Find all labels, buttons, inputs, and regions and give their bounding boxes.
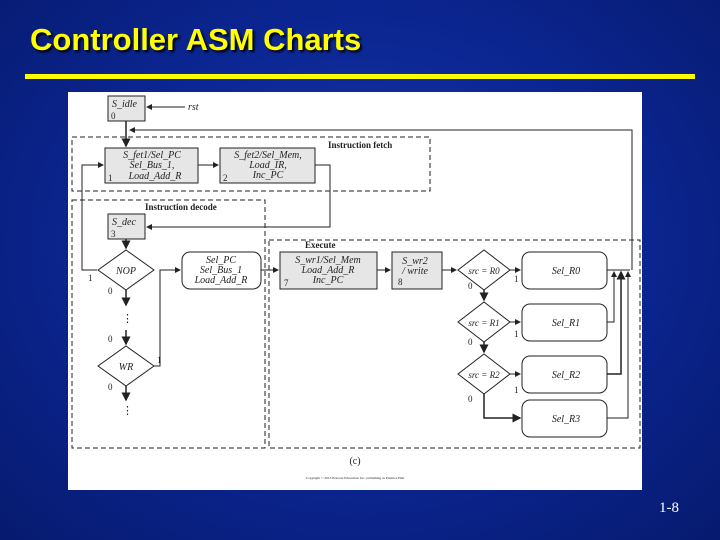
state-wr2 [391,251,443,290]
sel-r3-label: Sel_R3 [552,414,580,425]
state-fet2 [219,147,316,184]
nop-false-label: 0 [108,286,113,296]
wr2-line2: / write [401,266,428,277]
fet2-line3: Inc_PC [252,170,284,181]
decision-nop [97,249,155,291]
execute-label: Execute [305,240,336,250]
figure-caption: (c) [349,456,360,467]
decode-region [71,199,266,449]
idle-code: 0 [111,111,116,121]
page-number: 1-8 [659,500,679,516]
execute-region [268,239,641,449]
fet2-code: 2 [223,173,228,183]
src-r2-label: src = R2 [468,370,500,380]
asm-chart-figure: Instruction fetch Instruction decode Exe… [68,92,642,490]
sel-r2-label: Sel_R2 [552,370,580,381]
src-r0-label: src = R0 [468,266,500,276]
cond-line1: Sel_PC [206,255,236,266]
r0-true-label: 1 [514,274,519,284]
cond-line2: Sel_Bus_1 [200,265,242,276]
state-fet1 [104,147,199,184]
fetch-label: Instruction fetch [328,140,392,150]
decision-src-r1 [457,301,511,343]
output-sel-r1 [521,303,608,342]
fet1-code: 1 [108,173,113,183]
copyright-notice: Copyright © 2013 Pearson Education, Inc.… [306,475,404,481]
output-sel-r0 [521,251,608,290]
nop-label: NOP [115,266,136,277]
wr-true-label: 1 [157,355,162,365]
src-r1-label: src = R1 [468,318,499,328]
dec-code: 3 [111,229,116,239]
nop-true-label: 1 [88,273,93,283]
state-wr1 [279,251,378,290]
rst-label: rst [188,102,199,113]
decision-wr [97,345,155,387]
wr-false-label: 0 [108,382,113,392]
sel-r0-label: Sel_R0 [552,266,580,277]
wr1-code: 7 [284,278,289,288]
fet1-line1: S_fet1/Sel_PC [123,150,181,161]
r2-true-label: 1 [514,385,519,395]
ellipsis-upper: ⋮ [122,313,133,325]
wr1-line2: Load_Add_R [301,265,355,276]
output-sel-r3 [521,399,608,438]
pre-wr-false-label: 0 [108,334,113,344]
state-dec [107,213,146,240]
state-idle [107,95,146,122]
dec-name: S_dec [112,217,136,228]
slide-title: Controller ASM Charts [30,22,362,57]
decision-src-r2 [457,353,511,395]
wr-label: WR [119,362,133,373]
wr1-line1: S_wr1/Sel_Mem [295,255,361,266]
ellipsis-lower: ⋮ [122,405,133,417]
decode-label: Instruction decode [145,202,217,212]
fet2-line2: Load_IR, [248,160,287,171]
wr2-code: 8 [398,277,403,287]
title-underline [25,74,695,79]
r2-false-label: 0 [468,394,473,404]
output-sel-r2 [521,355,608,394]
decision-src-r0 [457,249,511,291]
sel-r1-label: Sel_R1 [552,318,580,329]
wr1-line3: Inc_PC [312,275,344,286]
r0-false-label: 0 [468,281,473,291]
wr2-line1: S_wr2 [402,256,428,267]
fetch-region [71,136,431,192]
fet1-line2: Sel_Bus_1, [130,160,175,171]
fet1-line3: Load_Add_R [128,171,182,182]
idle-name: S_idle [112,99,138,110]
r1-false-label: 0 [468,337,473,347]
fet2-line1: S_fet2/Sel_Mem, [234,150,301,161]
conditional-output-box [181,251,262,290]
cond-line3: Load_Add_R [194,275,248,286]
r1-true-label: 1 [514,329,519,339]
